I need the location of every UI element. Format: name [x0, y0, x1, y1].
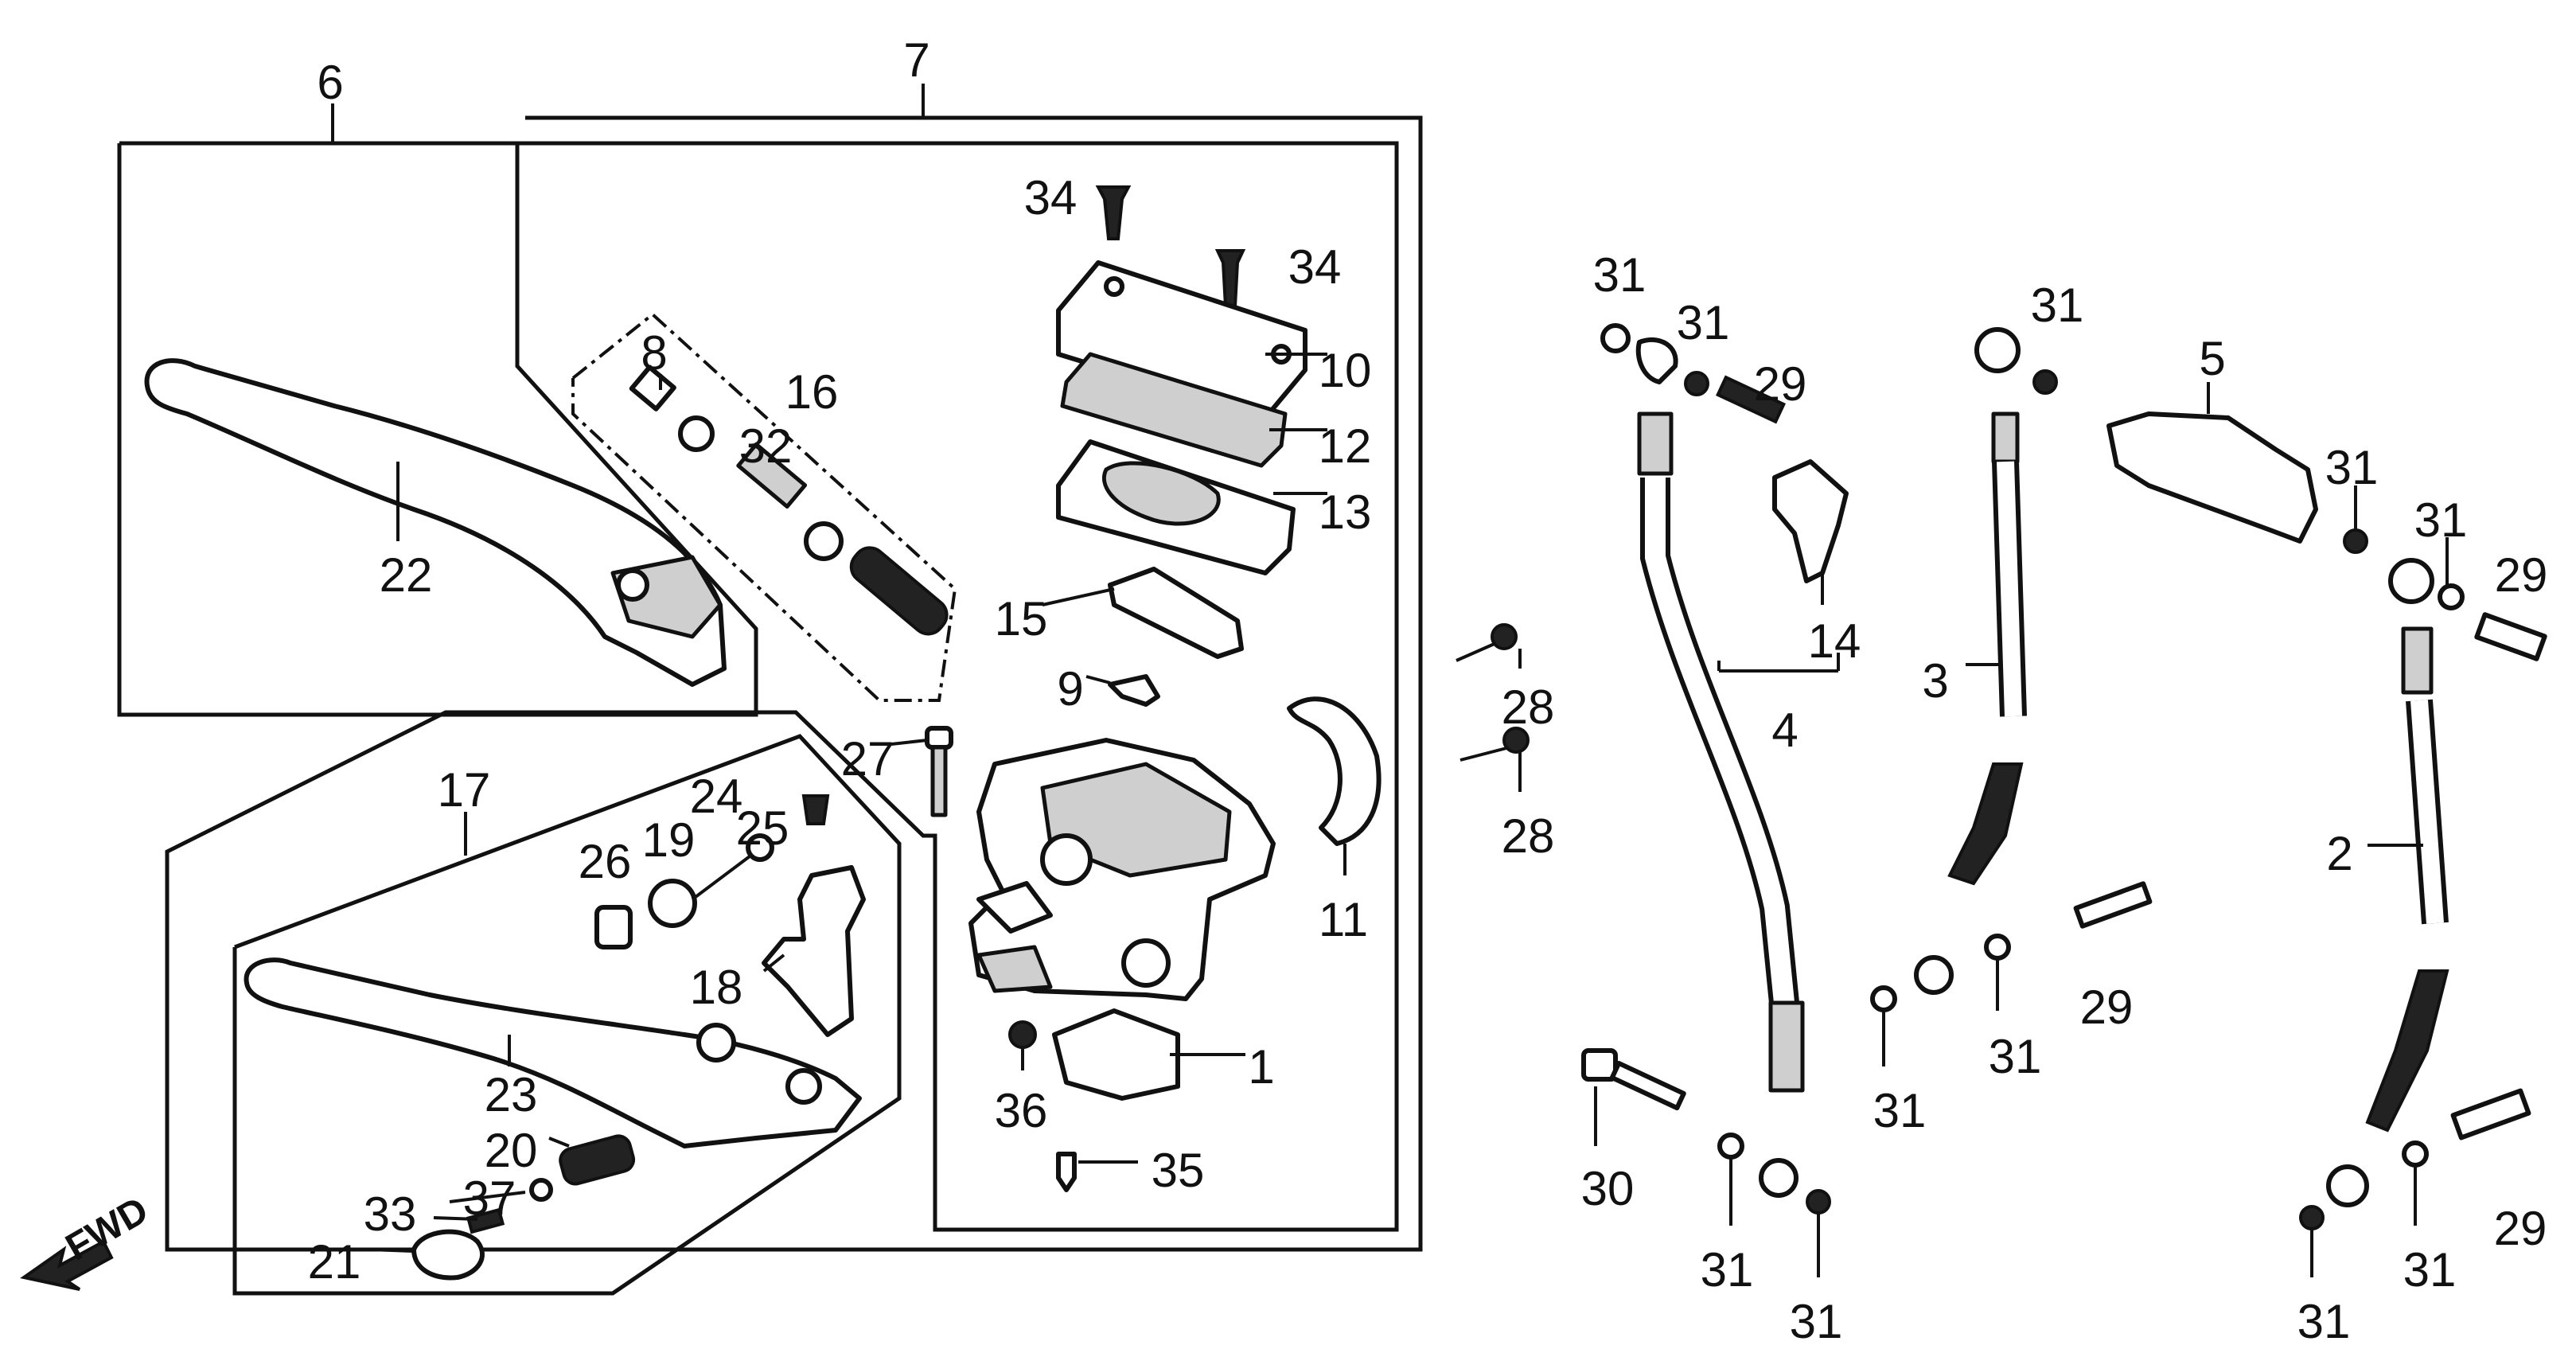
- plate-12: [1060, 352, 1288, 468]
- callout-c20: 20: [485, 1124, 538, 1177]
- callout-c29a: 29: [1754, 357, 1807, 411]
- callout-c31d: 31: [2325, 441, 2379, 494]
- callout-c15: 15: [995, 592, 1048, 645]
- bracket-11: [1287, 696, 1382, 875]
- callout-c34b: 34: [1288, 240, 1342, 294]
- lever-22-pivot: [616, 568, 649, 602]
- master-cylinder-body: [968, 738, 1276, 1001]
- callout-c17: 17: [438, 763, 491, 817]
- callout-c35: 35: [1152, 1144, 1205, 1197]
- group-boundaries: [117, 84, 1423, 1296]
- knob-21: [411, 1229, 485, 1281]
- callout-c29c: 29: [2080, 981, 2134, 1034]
- callout-c31g: 31: [1873, 1084, 1927, 1137]
- washer-37: [529, 1178, 553, 1202]
- hose-4: [1635, 337, 1840, 1198]
- hose-3: [1914, 327, 2027, 995]
- callout-c2: 2: [2326, 827, 2352, 880]
- part-25: [801, 794, 830, 825]
- callout-c23: 23: [485, 1068, 538, 1121]
- lower-small-parts: [594, 794, 866, 1037]
- callout-c28a: 28: [1502, 680, 1555, 734]
- banjo-bolt-30: [1581, 1048, 1686, 1146]
- boundary-7-outer: [165, 115, 1423, 1252]
- pivot-bolt-27: [890, 726, 953, 817]
- callout-c29d: 29: [2494, 1202, 2547, 1255]
- lever-22: [144, 358, 727, 687]
- plate-15: [1042, 567, 1244, 659]
- lever-23: [244, 957, 862, 1148]
- screw-35: [1056, 1152, 1138, 1192]
- part-drawings: [20, 185, 2547, 1291]
- bolts-28: [1456, 623, 1530, 792]
- callout-c26: 26: [579, 835, 632, 888]
- callout-c18: 18: [690, 961, 743, 1014]
- callout-c1: 1: [1248, 1040, 1274, 1094]
- callout-c21: 21: [308, 1235, 361, 1289]
- callout-c3: 3: [1922, 654, 1948, 708]
- reservoir-cover-stack: [1056, 260, 1327, 575]
- callout-c34a: 34: [1024, 171, 1078, 224]
- callout-c31f: 31: [1989, 1030, 2042, 1083]
- bolts-29: [1716, 375, 2547, 1140]
- washers-31: [1600, 323, 2465, 1230]
- boundary-16: [571, 312, 957, 702]
- callout-c30: 30: [1581, 1162, 1635, 1215]
- callout-c31k: 31: [2297, 1295, 2351, 1348]
- callout-c31c: 31: [2031, 279, 2084, 332]
- callout-c19: 19: [642, 813, 696, 867]
- callout-c11: 11: [1319, 893, 1368, 946]
- callout-c10: 10: [1319, 344, 1372, 397]
- callout-c27: 27: [841, 732, 894, 786]
- callout-c6: 6: [317, 56, 343, 109]
- part-24: [746, 833, 774, 862]
- clip-9: [1085, 674, 1160, 707]
- callout-c8: 8: [641, 326, 667, 380]
- hose-2: [2326, 558, 2449, 1207]
- callout-c4: 4: [1771, 704, 1798, 757]
- callout-c9: 9: [1057, 662, 1083, 715]
- callout-c37: 37: [463, 1172, 516, 1225]
- callout-c31j: 31: [2403, 1243, 2457, 1296]
- screw-33: [466, 1207, 505, 1234]
- callout-c22: 22: [380, 548, 433, 602]
- screw-36: [1008, 1020, 1037, 1070]
- part-19: [648, 879, 697, 928]
- callout-c25: 25: [736, 801, 789, 855]
- spring-20: [559, 1134, 636, 1186]
- callout-c7: 7: [903, 33, 929, 87]
- callout-c31e: 31: [2414, 493, 2468, 547]
- callout-c31a: 31: [1593, 248, 1647, 302]
- callout-c12: 12: [1319, 419, 1372, 473]
- boundary-17: [232, 734, 902, 1296]
- bracket-5: [2106, 382, 2318, 544]
- fwd-arrow: [20, 1239, 114, 1291]
- callout-c31h: 31: [1701, 1243, 1754, 1296]
- leaders-31: [1729, 485, 2449, 1277]
- brake-switch-1: [1052, 1008, 1245, 1101]
- adjuster-parts: [369, 1134, 636, 1281]
- callout-c16: 16: [785, 365, 839, 419]
- callout-c13: 13: [1319, 485, 1372, 539]
- piston-assembly-16: [629, 365, 949, 636]
- callout-c24: 24: [690, 770, 743, 823]
- part-26: [594, 905, 633, 949]
- callout-c5: 5: [2199, 332, 2225, 385]
- callout-c29b: 29: [2495, 548, 2548, 602]
- callout-c33: 33: [364, 1187, 417, 1241]
- callout-c32: 32: [739, 419, 793, 473]
- callout-c14: 14: [1808, 614, 1861, 668]
- callout-c31b: 31: [1677, 296, 1730, 349]
- callout-c31i: 31: [1790, 1295, 1843, 1348]
- union-14: [1772, 459, 1849, 605]
- cap-10: [1056, 260, 1307, 420]
- part-18: [762, 865, 866, 1037]
- callout-c36: 36: [995, 1084, 1048, 1137]
- callout-c28b: 28: [1502, 809, 1555, 863]
